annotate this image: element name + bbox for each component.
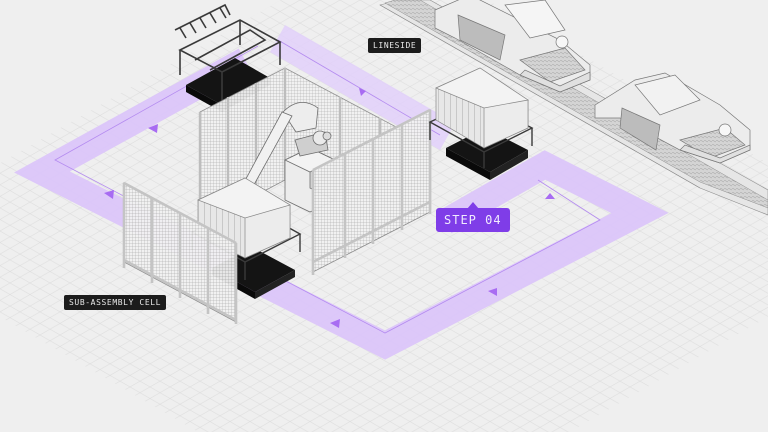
conveyor-line <box>379 0 768 216</box>
arrow-icon <box>330 319 340 328</box>
sub-assembly-cell-label: SUB-ASSEMBLY CELL <box>64 295 167 310</box>
arrow-icon <box>359 88 366 96</box>
lineside-label: LINESIDE <box>368 38 422 53</box>
arrow-icon <box>488 288 497 296</box>
arrow-icon <box>148 124 158 133</box>
amr-lineside <box>428 67 534 180</box>
step-badge: STEP 04 <box>436 202 510 232</box>
car-body-2 <box>594 72 751 164</box>
arrow-icon <box>545 193 555 199</box>
arrow-icon <box>104 190 114 199</box>
sub-assembly-fence <box>122 181 238 324</box>
car-body-1 <box>434 0 591 93</box>
amr-route-path <box>14 25 669 360</box>
safety-fence-front <box>311 108 432 275</box>
route-arrows <box>104 88 555 328</box>
